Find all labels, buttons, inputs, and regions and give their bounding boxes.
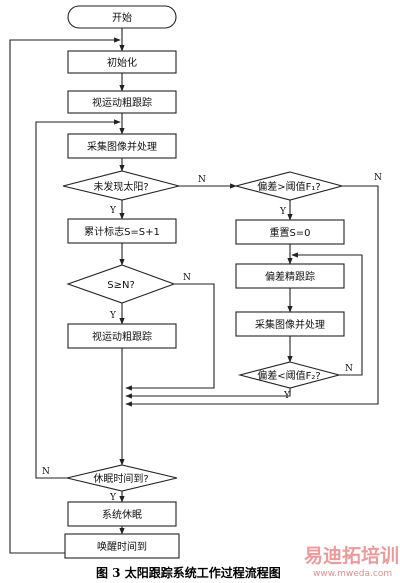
edge-sleep-no-loop [35, 119, 121, 479]
node-s-check-label: S≥N? [107, 280, 135, 291]
label-sun-yes: Y [109, 206, 117, 216]
watermark-brand: 易迪拓培训 [304, 544, 399, 567]
node-coarse-tracking-2: 视运动粗跟踪 [67, 323, 177, 349]
edge-s-no [125, 283, 215, 391]
node-capture-1: 采集图像并处理 [67, 133, 177, 159]
node-fine-tracking: 偏差精跟踪 [235, 263, 345, 289]
node-reset-label: 重置S=0 [269, 226, 310, 239]
edge-dev1-no [125, 185, 379, 407]
watermark-url: www.mweda.com [313, 569, 392, 579]
node-count: 累计标志S=S+1 [67, 218, 177, 244]
label-s-yes: Y [109, 311, 117, 321]
node-s-check: S≥N? [66, 264, 176, 304]
node-dev1-label: 偏差>阈值F₁? [257, 180, 320, 193]
label-dev2-no: N [345, 364, 353, 374]
node-capture-2: 采集图像并处理 [235, 311, 345, 337]
label-dev1-no: N [374, 173, 382, 183]
node-sleep-label: 系统休眠 [102, 508, 142, 521]
node-fine-label: 偏差精跟踪 [265, 270, 315, 283]
node-dev2-label: 偏差<阈值F₂? [257, 369, 320, 382]
node-coarse2-label: 视运动粗跟踪 [92, 330, 152, 343]
figure-caption: 图 3 太阳跟踪系统工作过程流程图 [96, 565, 281, 580]
node-wake-label: 唤醒时间到 [97, 540, 147, 553]
node-sleep: 系统休眠 [67, 501, 177, 527]
label-sun-no: N [198, 175, 206, 185]
node-reset: 重置S=0 [235, 219, 345, 245]
edge-dev2-no-loop [291, 252, 363, 376]
connectors [9, 28, 379, 554]
node-start: 开始 [67, 5, 177, 29]
node-wake: 唤醒时间到 [64, 533, 180, 559]
node-capture2-label: 采集图像并处理 [255, 318, 325, 331]
label-sleep-yes: Y [109, 493, 117, 503]
branch-labels: Y N Y N Y N Y N Y N [42, 173, 382, 503]
node-deviation1-check: 偏差>阈值F₁? [233, 171, 345, 201]
watermark: 易迪拓培训 www.mweda.com [304, 544, 399, 579]
node-capture1-label: 采集图像并处理 [87, 140, 157, 153]
label-dev2-yes: Y [283, 391, 291, 401]
node-sleep-check-label: 休眠时间到? [93, 472, 148, 485]
node-count-label: 累计标志S=S+1 [84, 225, 160, 238]
edge-dev2-yes [125, 388, 291, 399]
label-dev1-yes: Y [279, 207, 287, 217]
node-sun-check-label: 未发现太阳? [93, 180, 148, 193]
node-coarse-tracking-1: 视运动粗跟踪 [67, 90, 177, 114]
edge-wake-loop [9, 37, 121, 554]
node-init-label: 初始化 [107, 56, 137, 69]
node-start-label: 开始 [112, 11, 132, 24]
node-sleep-check: 休眠时间到? [66, 464, 178, 492]
label-sleep-no: N [42, 467, 50, 477]
label-s-no: N [183, 273, 191, 283]
node-init: 初始化 [67, 50, 177, 74]
node-coarse1-label: 视运动粗跟踪 [92, 96, 152, 109]
node-deviation2-check: 偏差<阈值F₂? [237, 361, 342, 389]
node-sun-check: 未发现太阳? [62, 170, 180, 201]
